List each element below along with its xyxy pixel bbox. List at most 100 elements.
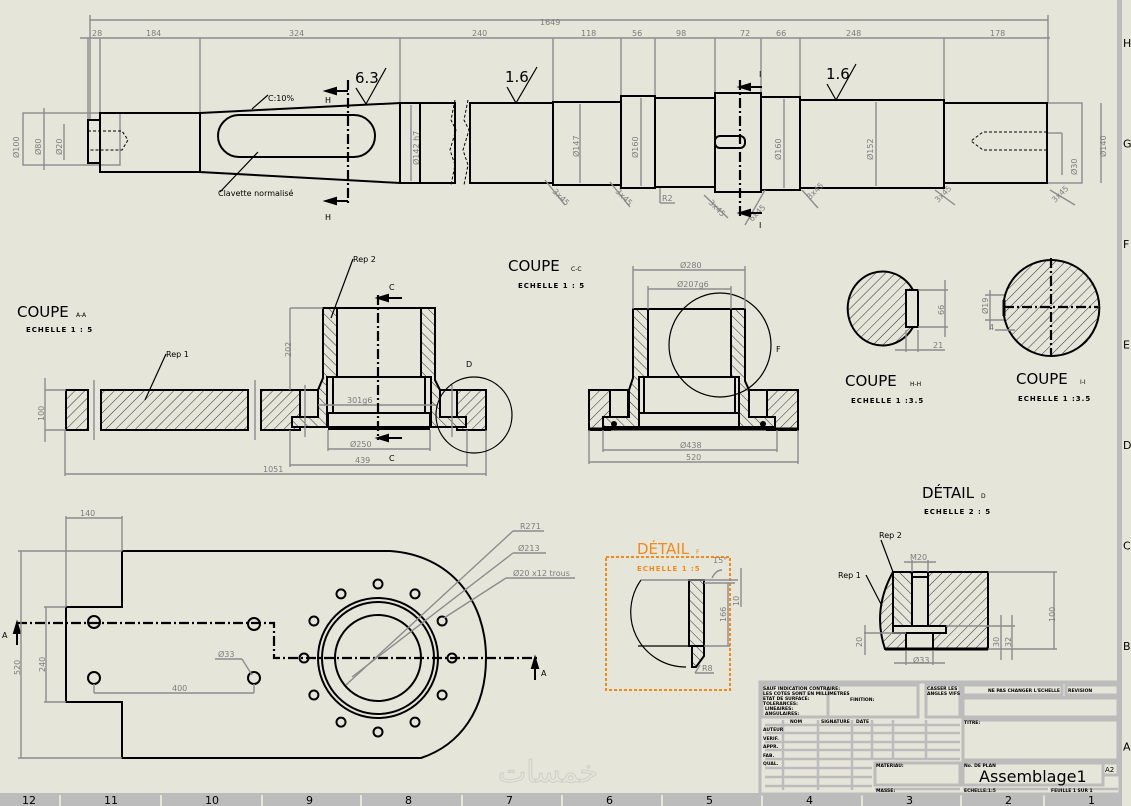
tb-mass: MASSE: xyxy=(876,788,895,794)
tb-col-header: SIGNATURE xyxy=(821,719,850,725)
tb-row-label: VERIF. xyxy=(763,736,779,742)
detail-highlight-box xyxy=(605,556,731,691)
column-divider xyxy=(761,795,763,806)
section-view-aa: COUPE A-A ECHELLE 1 : 5 202 100 301g6 Ø2… xyxy=(17,255,513,476)
view-suffix: D xyxy=(981,493,986,500)
column-label: 1 xyxy=(1088,794,1095,806)
view-title: COUPE xyxy=(1016,370,1068,388)
leader-label: Ø213 xyxy=(518,543,540,553)
tb-sheet: FEUILLE 1 SUR 1 xyxy=(1051,788,1093,794)
dim-segment: 72 xyxy=(740,29,750,38)
column-divider xyxy=(960,795,962,806)
view-suffix: H-H xyxy=(910,381,921,388)
tb-note: ANGULAIRES: xyxy=(765,711,799,717)
dim-diameter: Ø152 xyxy=(865,138,875,160)
roughness-value: 1.6 xyxy=(505,68,529,86)
tb-scale: ECHELLE:1:5 xyxy=(964,788,996,794)
dim-diameter: Ø160 xyxy=(630,136,640,158)
view-title: COUPE xyxy=(508,257,560,275)
dim-segment: 178 xyxy=(990,29,1005,38)
view-scale: ECHELLE 1 :3.5 xyxy=(851,397,924,405)
dim-label: 1051 xyxy=(263,465,283,474)
dim-label: 10 xyxy=(732,596,741,606)
detail-circle-d xyxy=(435,376,513,454)
roughness-value: 6.3 xyxy=(355,69,379,87)
column-label: 11 xyxy=(104,794,118,806)
dim-diameter: Ø147 xyxy=(571,135,581,157)
tb-note: LINEAIRES: xyxy=(765,706,793,712)
dim-label: 100 xyxy=(1048,607,1057,622)
view-title: DÉTAIL xyxy=(922,483,975,502)
column-label: 2 xyxy=(1005,794,1012,806)
detail-circle-f xyxy=(668,292,772,398)
tb-material: MATERIAU: xyxy=(876,763,904,769)
section-mark-c: C xyxy=(389,454,395,463)
key-label: Clavette normalisé xyxy=(218,188,294,198)
view-title: COUPE xyxy=(845,372,897,390)
column-label: 5 xyxy=(706,794,713,806)
leader-label: Ø20 x12 trous xyxy=(513,568,570,578)
dim-label: 66 xyxy=(937,305,946,315)
dim-segment: 56 xyxy=(632,29,642,38)
dim-label: 30 xyxy=(992,637,1001,647)
row-label: H xyxy=(1123,37,1131,50)
watermark: خمسات xyxy=(498,756,598,789)
dim-segment: 118 xyxy=(581,29,596,38)
dim-label: Ø250 xyxy=(350,439,372,449)
column-divider xyxy=(261,795,263,806)
column-divider xyxy=(461,795,463,806)
tb-note: ETAT DE SURFACE: xyxy=(763,696,810,702)
dim-segment: 184 xyxy=(146,29,161,38)
tb-note: TOLERANCES: xyxy=(763,701,798,707)
bolt-hole xyxy=(372,578,384,590)
tb-note: SAUF INDICATION CONTRAIRE: xyxy=(763,686,840,692)
dim-label: 4 xyxy=(989,323,994,332)
rep1-label: Rep 1 xyxy=(838,571,861,580)
bolt-hole xyxy=(308,689,320,701)
dim-label: 520 xyxy=(13,660,22,675)
bolt-hole xyxy=(308,615,320,627)
dim-diameter: Ø30 xyxy=(1069,159,1079,175)
bolt-hole xyxy=(436,689,448,701)
dim-diameter: Ø142 h7 xyxy=(411,131,421,165)
column-divider xyxy=(360,795,362,806)
dim-diameter: Ø100 xyxy=(11,136,21,158)
view-scale: ECHELLE 1 : 5 xyxy=(518,282,585,290)
dim-label: 439 xyxy=(355,456,370,465)
dim-diameter: Ø80 xyxy=(33,139,43,155)
dim-diameter: Ø140 xyxy=(1098,135,1108,157)
dim-label: 140 xyxy=(80,509,95,518)
column-divider xyxy=(59,795,61,806)
column-label: 9 xyxy=(306,794,313,806)
view-suffix: A-A xyxy=(76,312,87,319)
view-scale: ECHELLE 1 : 5 xyxy=(26,326,93,334)
column-label: 4 xyxy=(806,794,813,806)
column-label: 7 xyxy=(506,794,513,806)
rep1-label: Rep 1 xyxy=(166,350,189,359)
view-scale: ECHELLE 1 :5 xyxy=(637,565,701,573)
dim-segment: 248 xyxy=(846,29,861,38)
section-mark-i: I xyxy=(759,70,761,79)
tb-finish: FINITION: xyxy=(850,697,875,703)
view-scale: ECHELLE 1 :3.5 xyxy=(1018,395,1091,403)
column-label: 12 xyxy=(22,794,36,806)
view-suffix: I-I xyxy=(1080,379,1086,386)
row-label: G xyxy=(1123,138,1131,151)
section-mark-h: H xyxy=(325,96,331,105)
dim-label: Ø19 xyxy=(980,298,990,314)
row-label: E xyxy=(1123,339,1130,352)
row-label: F xyxy=(1123,238,1129,251)
bolt-hole xyxy=(409,588,421,600)
dim-label: 32 xyxy=(1004,637,1013,647)
tb-drawing-no: No. DE PLAN xyxy=(964,763,996,769)
bolt-hole xyxy=(335,716,347,728)
tb-revision: REVISION xyxy=(1068,688,1092,694)
dim-label: Ø280 xyxy=(680,260,702,270)
dim-label: R8 xyxy=(702,664,713,673)
tb-drawing-name: Assemblage1 xyxy=(979,767,1087,786)
dim-label: Ø33 xyxy=(218,649,234,659)
row-label: B xyxy=(1123,640,1131,653)
leader-label: R271 xyxy=(520,522,541,531)
